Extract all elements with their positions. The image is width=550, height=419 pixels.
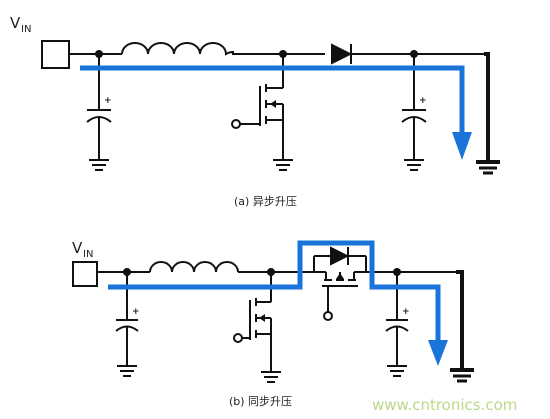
circuit-a	[41, 40, 500, 175]
diode-a	[331, 43, 353, 65]
caption-b: (b) 同步升压	[229, 395, 292, 408]
vin-terminal-a	[41, 40, 70, 69]
vin-terminal-b	[72, 261, 98, 287]
output-ground-a	[476, 160, 500, 175]
mosfet-b	[233, 272, 281, 383]
watermark: www.cntronics.com	[372, 396, 517, 414]
output-ground-b	[450, 368, 474, 383]
plus-sign-a-in: +	[104, 96, 112, 106]
output-capacitor-a	[401, 54, 427, 171]
plus-sign-a-out: +	[419, 96, 427, 106]
vin-label-a: V	[10, 14, 21, 32]
mosfet-a	[231, 54, 293, 171]
input-capacitor-a	[86, 54, 112, 171]
circuit-b	[72, 246, 474, 383]
current-path-b	[108, 240, 448, 366]
vin-subscript-b: IN	[83, 249, 93, 260]
inductor-a	[121, 42, 235, 56]
inductor-b	[149, 261, 239, 273]
vin-subscript-a: IN	[21, 24, 31, 35]
plus-sign-b-out: +	[402, 307, 410, 317]
plus-sign-b-in: +	[132, 307, 140, 317]
vin-label-b: V	[72, 239, 83, 257]
current-path-a	[80, 65, 472, 160]
output-capacitor-b	[385, 272, 409, 377]
input-capacitor-b	[115, 272, 139, 377]
caption-a: (a) 异步升压	[234, 195, 297, 208]
sync-mosfet-b	[313, 246, 367, 321]
